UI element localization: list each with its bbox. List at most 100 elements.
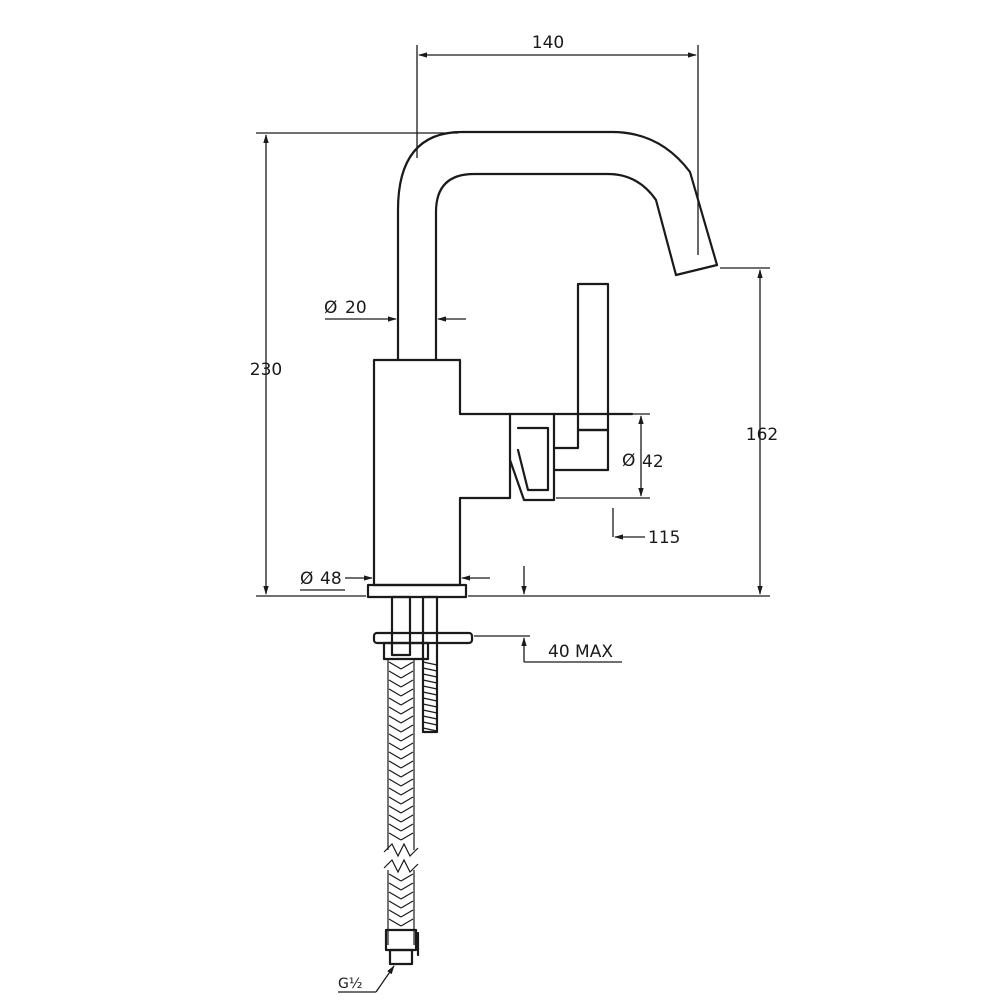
braid-stroke	[388, 751, 402, 760]
thread-stroke	[422, 721, 438, 726]
thread-stroke	[422, 685, 438, 690]
braid-stroke	[388, 688, 402, 697]
main-body	[372, 358, 512, 587]
overall-height-label: 230	[250, 360, 282, 380]
braid-stroke	[400, 823, 414, 832]
thread-stroke	[422, 661, 438, 666]
braid-stroke	[400, 787, 414, 796]
braid-stroke	[400, 873, 414, 882]
spout-diameter-label: 20	[345, 298, 367, 318]
thread-stroke	[422, 715, 438, 720]
braid-stroke	[388, 787, 402, 796]
spout-outer-contour	[396, 130, 719, 362]
braid-stroke	[388, 733, 402, 742]
braid-stroke	[400, 742, 414, 751]
braid-stroke	[400, 796, 414, 805]
braid-stroke	[388, 670, 402, 679]
braid-stroke	[400, 670, 414, 679]
thread-size-label: G½	[338, 976, 362, 992]
reach-label: 140	[532, 33, 564, 53]
handle-housing	[508, 412, 556, 502]
braid-stroke	[400, 688, 414, 697]
lever-handle	[576, 282, 610, 432]
braid-stroke	[388, 873, 402, 882]
hose-connector	[384, 928, 418, 952]
braid-stroke	[388, 724, 402, 733]
hose-braid	[388, 661, 414, 927]
braid-stroke	[388, 769, 402, 778]
thread-stroke	[422, 697, 438, 702]
handle-housing-inner	[516, 426, 550, 492]
spout-inner-contour	[434, 172, 678, 362]
braid-stroke	[400, 918, 414, 927]
braid-stroke	[388, 832, 402, 841]
tail-pipe	[390, 595, 412, 657]
braid-stroke	[388, 900, 402, 909]
thread-stroke	[422, 667, 438, 672]
braid-stroke	[388, 891, 402, 900]
clearance-label: 115	[648, 528, 680, 548]
body-diameter-symbol: Ø	[300, 569, 313, 589]
braid-stroke	[400, 697, 414, 706]
braid-stroke	[388, 918, 402, 927]
braid-stroke	[400, 778, 414, 787]
thread-stroke	[422, 673, 438, 678]
lever-arm	[552, 428, 610, 472]
braid-stroke	[388, 742, 402, 751]
hose-break-bottom	[383, 858, 419, 874]
thread-stroke	[422, 709, 438, 714]
braid-stroke	[400, 900, 414, 909]
braid-stroke	[400, 724, 414, 733]
braid-stroke	[388, 909, 402, 918]
thread-stroke	[422, 679, 438, 684]
handle-diameter-symbol: Ø	[622, 451, 635, 471]
dimension-labels: 140 230 162 Ø 20 Ø 48 Ø 42 115 40 MAX G½	[250, 33, 778, 992]
rod-threads	[422, 661, 438, 732]
braid-stroke	[400, 715, 414, 724]
braid-stroke	[388, 805, 402, 814]
hose-connector-nut	[388, 948, 414, 966]
braid-stroke	[400, 679, 414, 688]
thread-stroke	[422, 691, 438, 696]
braid-stroke	[388, 715, 402, 724]
braid-stroke	[400, 760, 414, 769]
braid-stroke	[388, 661, 402, 670]
braid-stroke	[400, 733, 414, 742]
flexible-hose	[383, 659, 420, 966]
dimension-lines	[256, 45, 770, 993]
braid-stroke	[400, 706, 414, 715]
braid-stroke	[400, 814, 414, 823]
body-diameter-label: 48	[320, 569, 342, 589]
escutcheon-plate	[366, 583, 468, 599]
deck-thickness-label: 40 MAX	[548, 642, 613, 662]
braid-stroke	[388, 697, 402, 706]
spout-diameter-symbol: Ø	[324, 298, 337, 318]
spout-tip	[674, 263, 719, 277]
braid-stroke	[388, 778, 402, 787]
braid-stroke	[388, 760, 402, 769]
braid-stroke	[400, 805, 414, 814]
braid-stroke	[388, 796, 402, 805]
hose-break-top	[383, 842, 419, 858]
braid-stroke	[388, 882, 402, 891]
braid-stroke	[400, 832, 414, 841]
braid-stroke	[388, 706, 402, 715]
mounting-hardware	[372, 595, 474, 734]
braid-stroke	[400, 661, 414, 670]
braid-stroke	[400, 891, 414, 900]
thread-stroke	[422, 703, 438, 708]
braid-stroke	[388, 823, 402, 832]
braid-stroke	[400, 769, 414, 778]
braid-stroke	[400, 751, 414, 760]
braid-stroke	[400, 882, 414, 891]
thread-stroke	[422, 727, 438, 732]
fixing-nut	[382, 641, 430, 661]
spout-height-label: 162	[746, 425, 778, 445]
braid-stroke	[388, 814, 402, 823]
braid-stroke	[388, 679, 402, 688]
faucet-body	[366, 130, 719, 599]
braid-stroke	[400, 909, 414, 918]
thread-leader	[375, 965, 395, 993]
